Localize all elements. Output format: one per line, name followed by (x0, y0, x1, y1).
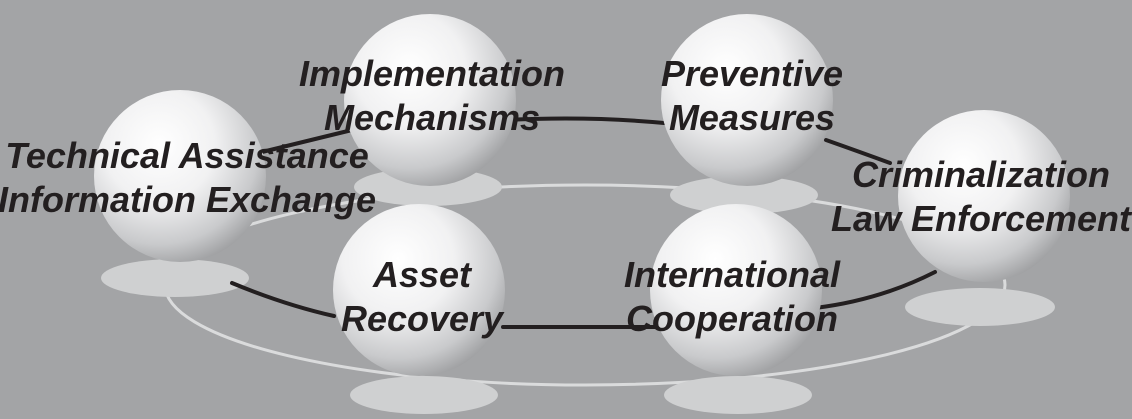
connector-implementation-mechanisms-to-preventive-measures (503, 116, 666, 125)
node-label-implementation-mechanisms: Implementation Mechanisms (299, 52, 565, 140)
connector-preventive-measures-to-criminalization-law-enforcement (824, 138, 892, 165)
connector-asset-recovery-to-technical-assistance (230, 281, 336, 318)
node-label-line: Criminalization (851, 154, 1111, 195)
sphere-asset-recovery (333, 204, 505, 376)
node-label-line: Asset (372, 254, 472, 295)
node-label-line: Information Exchange (0, 179, 377, 220)
shadow-international-cooperation (664, 376, 812, 414)
node-label-line: Law Enforcement (830, 198, 1132, 239)
shadow-technical-assistance (101, 259, 249, 297)
node-label-line: Mechanisms (323, 97, 541, 138)
node-label-line: International (623, 254, 841, 295)
node-label-technical-assistance: Technical Assistance Information Exchang… (0, 134, 376, 222)
connector-criminalization-law-enforcement-to-international-cooperation (813, 270, 937, 310)
node-label-line: Implementation (298, 53, 566, 94)
sphere-international-cooperation (650, 204, 822, 376)
node-label-line: Technical Assistance (5, 135, 369, 176)
sphere-preventive-measures (661, 14, 833, 186)
sphere-criminalization-law-enforcement (898, 110, 1070, 282)
node-label-asset-recovery: Asset Recovery (341, 253, 503, 341)
node-label-line: Measures (668, 97, 836, 138)
connector-technical-assistance-to-implementation-mechanisms (260, 128, 354, 154)
shadow-asset-recovery (350, 376, 498, 414)
node-label-criminalization-law-enforcement: Criminalization Law Enforcement (831, 153, 1131, 241)
sphere-technical-assistance (94, 90, 266, 262)
node-label-international-cooperation: International Cooperation (624, 253, 840, 341)
sphere-implementation-mechanisms (344, 14, 516, 186)
node-label-line: Recovery (340, 298, 504, 339)
node-label-preventive-measures: Preventive Measures (661, 52, 843, 140)
node-label-line: Cooperation (626, 298, 838, 339)
shadow-preventive-measures (670, 176, 818, 214)
shadow-criminalization-law-enforcement (905, 288, 1055, 326)
node-label-line: Preventive (660, 53, 844, 94)
